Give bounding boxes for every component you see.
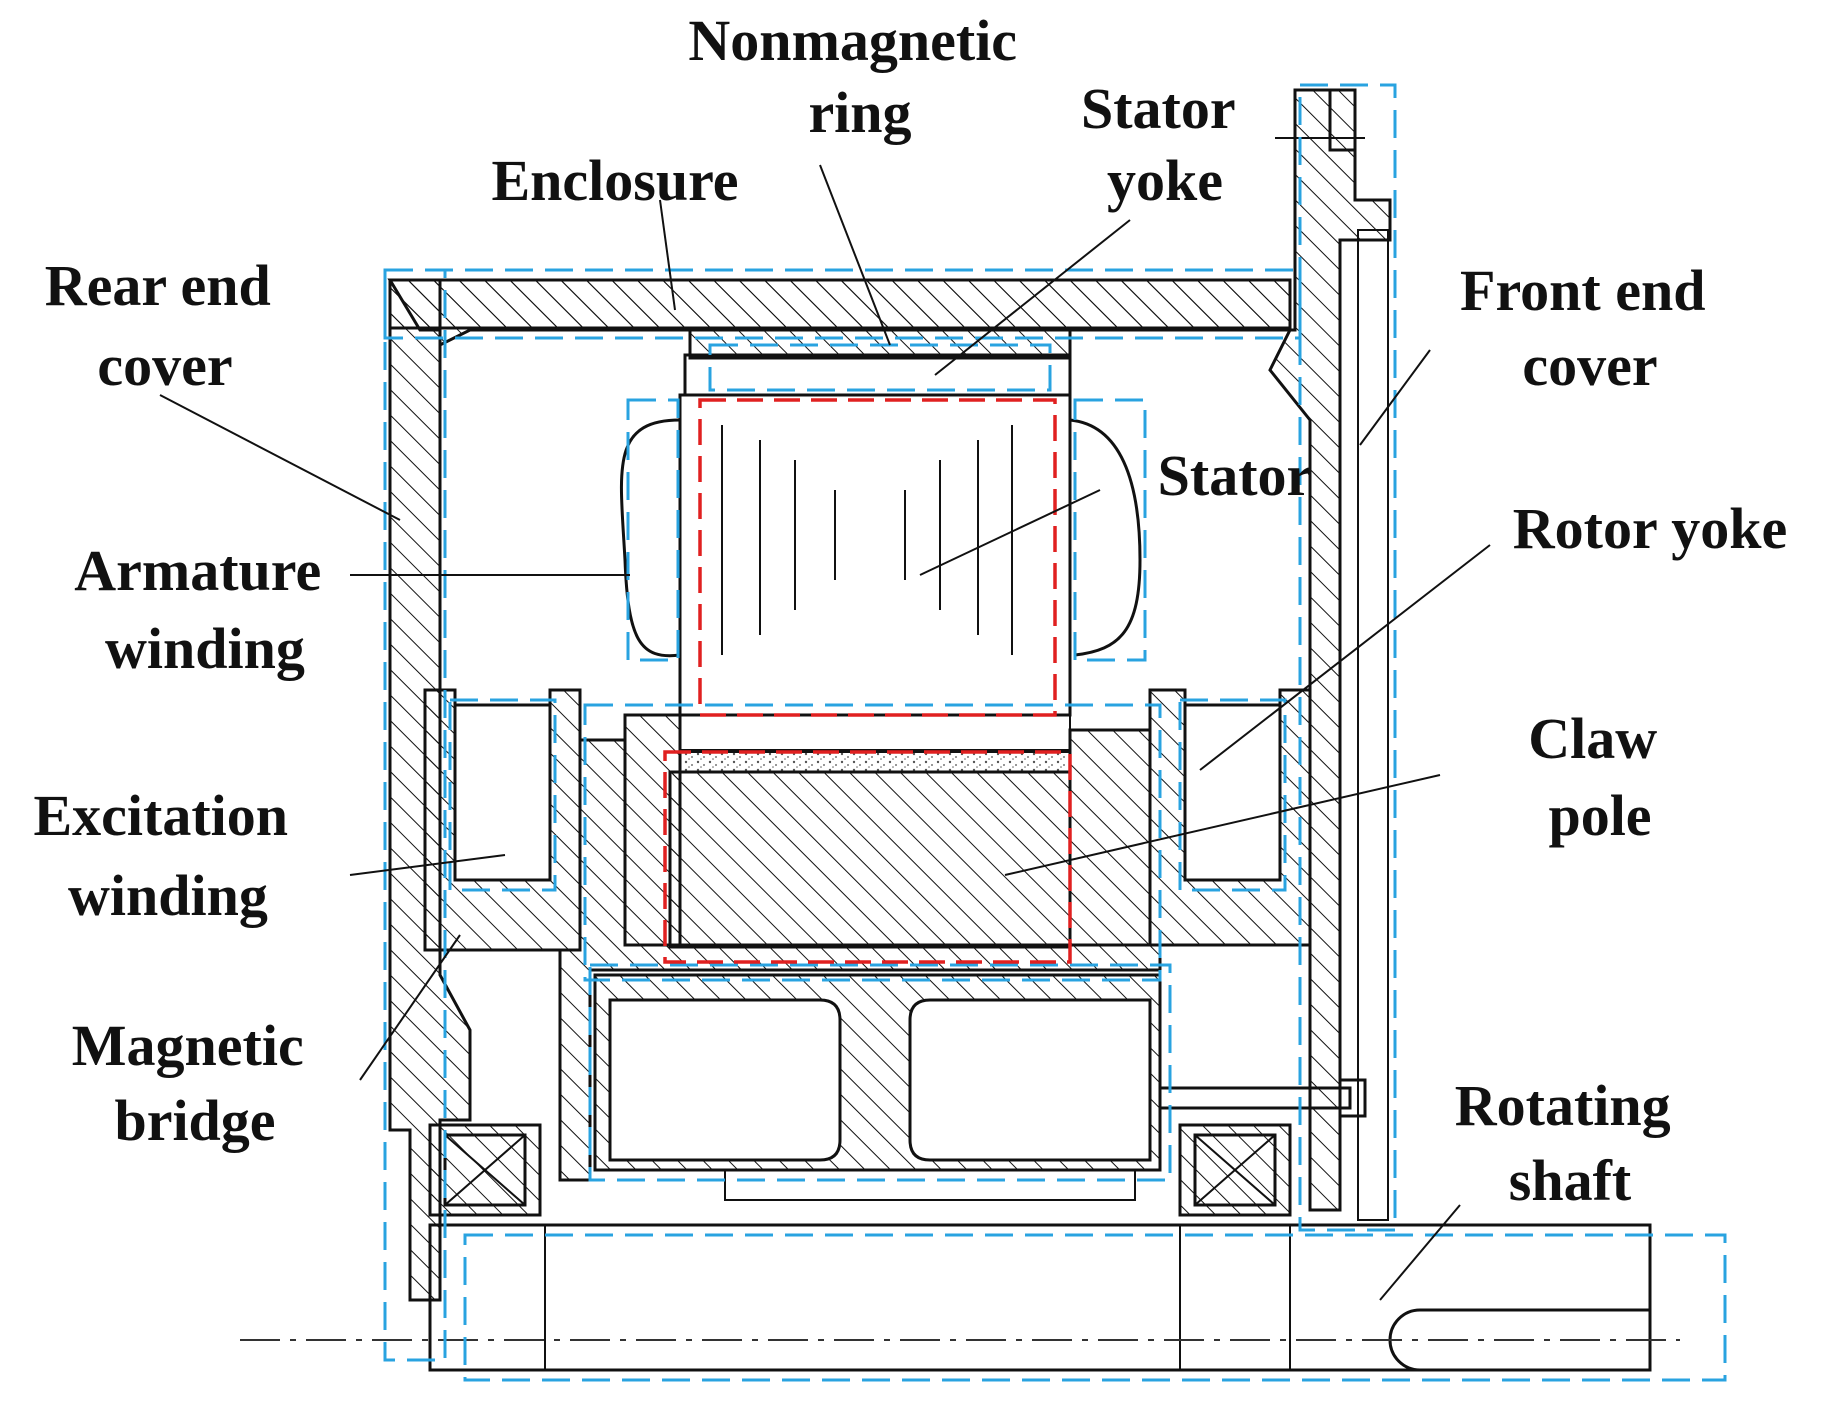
claw-pole-shape — [668, 770, 1072, 949]
enclosure-body — [388, 278, 1292, 330]
armature-winding-right-end — [1069, 418, 1142, 657]
red-region-claw-pole — [663, 750, 1072, 964]
blue-region-rear-cover — [383, 268, 447, 1362]
label-stator-yoke: Stator yoke — [1081, 76, 1249, 213]
label-nonmagnetic-ring: Nonmagnetic ring — [688, 8, 1031, 145]
stator-laminations — [721, 425, 1013, 655]
label-stator: Stator — [1158, 443, 1313, 508]
shaft-keyway — [1388, 1308, 1652, 1372]
label-claw-pole: Claw pole — [1528, 706, 1671, 848]
blue-region-rotor — [583, 703, 1162, 982]
label-front-end-cover: Front end cover — [1460, 258, 1720, 398]
front-end-cover-shape — [1268, 88, 1392, 1212]
bearing-right — [1178, 1123, 1292, 1217]
rotor-yoke-right — [1148, 688, 1312, 947]
label-rotor-yoke: Rotor yoke — [1513, 496, 1787, 561]
label-rotating-shaft: Rotating shaft — [1455, 1073, 1685, 1213]
blue-region-winding-right — [1073, 398, 1147, 662]
airgap-strip — [679, 714, 1071, 751]
armature-winding-left-end — [619, 418, 681, 658]
blue-region-hub — [588, 963, 1172, 1182]
blue-region-front-cover — [1298, 83, 1397, 1232]
label-rear-end-cover: Rear end cover — [45, 253, 286, 398]
bearing-left — [428, 1123, 542, 1217]
hub-cavity-left — [608, 998, 842, 1162]
bolt — [1158, 1078, 1367, 1118]
red-region-stator — [698, 398, 1057, 717]
blue-region-stator-yoke — [708, 343, 1052, 392]
label-enclosure: Enclosure — [491, 148, 738, 213]
blue-region-excitation-right — [1178, 698, 1287, 892]
front-end-cover-rib — [1357, 229, 1389, 1221]
hub-cavity-right — [908, 998, 1152, 1162]
pole-face-speckle — [679, 751, 1071, 773]
excitation-winding-left-coil — [453, 703, 552, 882]
blue-region-shaft — [463, 1233, 1727, 1382]
blue-region-excitation-left — [448, 698, 557, 892]
nonmagnetic-ring-shape — [688, 326, 1072, 360]
claw-pole-left-wedge — [623, 713, 682, 947]
claw-pole-right-wedge — [1068, 728, 1152, 947]
hub-bottom-plate — [724, 1169, 1136, 1201]
rotor-yoke-left — [423, 688, 582, 952]
rotating-shaft — [428, 1223, 1652, 1372]
excitation-winding-right-coil — [1183, 703, 1282, 882]
leader-lines — [159, 164, 1491, 1301]
front-end-cover-flange — [1328, 88, 1357, 152]
label-magnetic-bridge: Magnetic bridge — [72, 1013, 318, 1153]
label-excitation-winding: Excitation winding — [33, 783, 302, 928]
blue-region-winding-left — [626, 398, 680, 662]
label-armature-winding: Armature winding — [74, 538, 335, 681]
